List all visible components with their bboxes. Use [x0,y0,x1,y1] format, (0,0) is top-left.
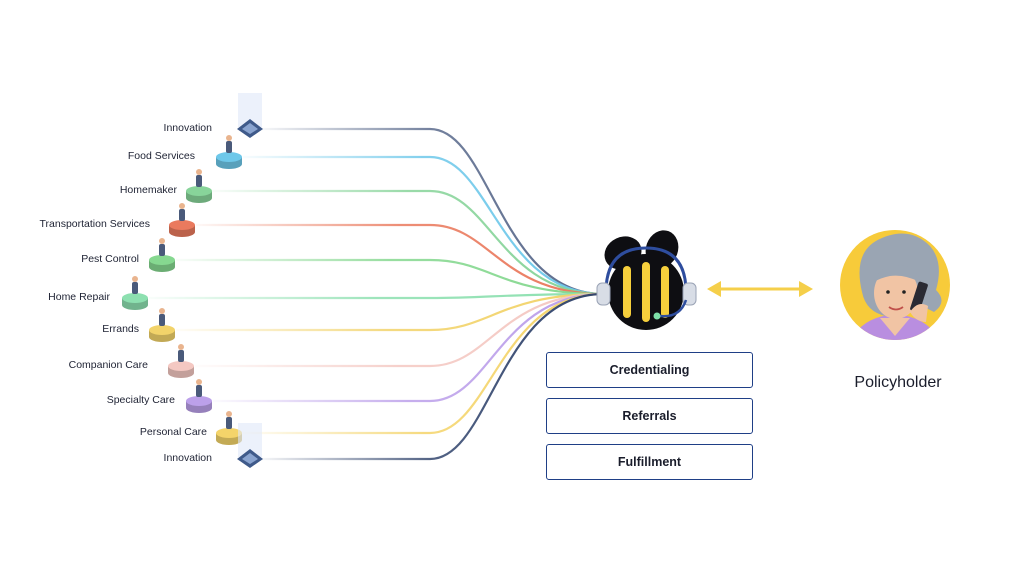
service-label: Food Services [127,150,195,162]
connection-lines [149,127,604,461]
service-label: Pest Control [81,253,139,265]
bee-with-headset-icon [596,230,697,330]
pest-control-worker-icon [149,238,175,272]
connection-line [176,258,604,296]
personal-care-wheelchair-icon [216,411,242,445]
glowing-tile-icon [237,93,263,138]
credentialing-label: Credentialing [609,363,690,377]
service-pedestals [122,93,263,468]
connection-line [262,292,604,461]
food-delivery-icon [216,135,242,169]
connection-line [243,155,604,296]
repair-worker-icon [122,276,148,310]
service-label: Innovation [163,452,212,464]
connection-line [196,223,604,296]
policyholder-label: Policyholder [854,374,942,391]
fulfillment-label: Fulfillment [617,455,682,469]
service-label: Companion Care [68,359,148,371]
referrals-box: Referrals [546,398,753,434]
double-arrow-icon [707,281,813,297]
connection-line [195,292,604,368]
connection-line [212,189,604,296]
referrals-label: Referrals [622,409,677,423]
connection-line [262,127,604,296]
homemaker-person-icon [186,169,212,203]
car-icon [169,203,195,237]
service-label: Home Repair [48,291,110,303]
service-label: Transportation Services [39,218,151,230]
connection-line [213,292,604,403]
errand-bag-icon [149,308,175,342]
woman-on-phone-avatar-icon [840,230,950,340]
companion-bicycle-icon [168,344,194,378]
glowing-tile-icon [237,423,263,468]
fulfillment-box: Fulfillment [546,444,753,480]
connection-line [149,292,604,300]
service-label: Specialty Care [106,394,175,406]
service-label: Personal Care [139,426,207,438]
service-label: Errands [102,323,139,335]
connection-line [176,292,604,332]
service-label: Innovation [163,122,212,134]
specialty-care-people-icon [186,379,212,413]
credentialing-box: Credentialing [546,352,753,388]
service-label: Homemaker [119,184,177,196]
